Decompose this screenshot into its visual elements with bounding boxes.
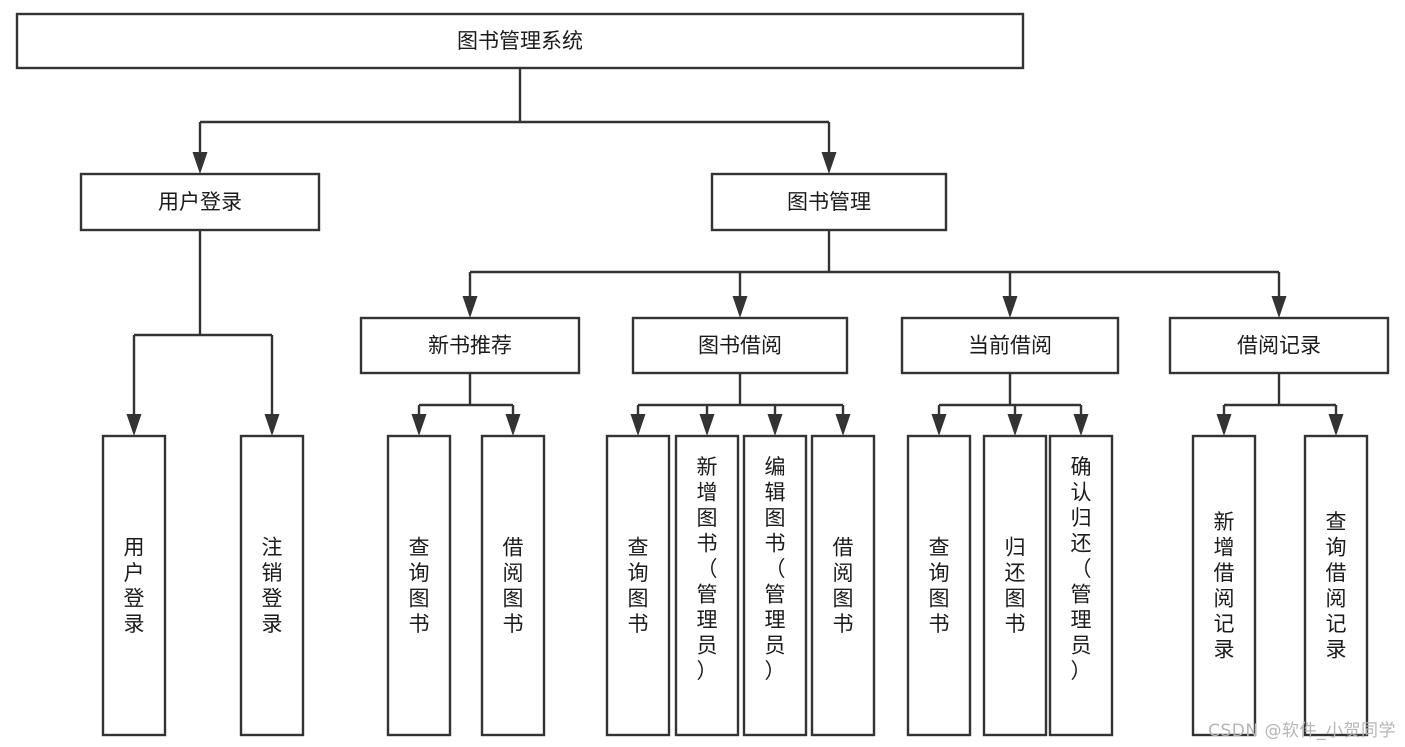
node-leaf-logout[interactable]: 注销登录 xyxy=(239,434,305,737)
node-box[interactable] xyxy=(810,434,876,737)
node-box[interactable] xyxy=(906,434,972,737)
node-label: 用户登录 xyxy=(158,190,242,214)
arrow-head-icon xyxy=(821,152,837,174)
node-label: 图书借阅 xyxy=(698,334,782,358)
node-label: 借阅记录 xyxy=(1237,334,1321,358)
node-label: 图书管理系统 xyxy=(457,29,583,53)
connector-group xyxy=(126,230,280,436)
node-box[interactable] xyxy=(1048,434,1114,737)
node-box[interactable] xyxy=(239,434,305,737)
node-label: 查询借阅记录 xyxy=(1326,510,1347,662)
node-box[interactable] xyxy=(101,434,167,737)
node-leaf-edit-book[interactable]: 编辑图书（管理员） xyxy=(742,434,808,737)
node-label: 编辑图书（管理员） xyxy=(765,455,786,683)
arrow-head-icon xyxy=(732,296,748,318)
arrow-head-icon xyxy=(835,414,851,436)
node-leaf-confirm-return[interactable]: 确认归还（管理员） xyxy=(1048,434,1114,737)
node-leaf-query-book-1[interactable]: 查询图书 xyxy=(386,434,452,737)
arrow-head-icon xyxy=(462,296,478,318)
node-box[interactable] xyxy=(480,434,546,737)
node-label: 查询图书 xyxy=(628,535,649,636)
node-label: 查询图书 xyxy=(929,535,950,636)
node-box[interactable] xyxy=(1303,434,1369,737)
node-book-borrow[interactable]: 图书借阅 xyxy=(631,316,849,375)
node-box[interactable] xyxy=(742,434,808,737)
node-label: 注销登录 xyxy=(262,535,283,636)
node-borrow-record[interactable]: 借阅记录 xyxy=(1168,316,1390,375)
node-leaf-query-book-3[interactable]: 查询图书 xyxy=(906,434,972,737)
node-label: 借阅图书 xyxy=(833,535,854,636)
node-layer: 图书管理系统用户登录图书管理新书推荐图书借阅当前借阅借阅记录用户登录注销登录查询… xyxy=(15,12,1390,737)
node-label: 借阅图书 xyxy=(503,535,524,636)
node-user-login[interactable]: 用户登录 xyxy=(79,172,321,232)
node-leaf-query-record[interactable]: 查询借阅记录 xyxy=(1303,434,1369,737)
node-box[interactable] xyxy=(900,316,1120,375)
arrow-head-icon xyxy=(192,152,208,174)
node-box[interactable] xyxy=(982,434,1048,737)
node-box[interactable] xyxy=(1191,434,1257,737)
arrow-head-icon xyxy=(1328,414,1344,436)
node-box[interactable] xyxy=(710,172,948,232)
node-box[interactable] xyxy=(674,434,740,737)
node-label: 新增图书（管理员） xyxy=(697,455,718,683)
node-current-borrow[interactable]: 当前借阅 xyxy=(900,316,1120,375)
arrow-head-icon xyxy=(411,414,427,436)
arrow-head-icon xyxy=(1007,414,1023,436)
node-label: 归还图书 xyxy=(1005,535,1026,636)
node-leaf-borrow-book-1[interactable]: 借阅图书 xyxy=(480,434,546,737)
node-new-book-rec[interactable]: 新书推荐 xyxy=(359,316,581,375)
arrow-head-icon xyxy=(505,414,521,436)
node-label: 确认归还（管理员） xyxy=(1071,455,1092,683)
connector-group xyxy=(1216,373,1344,436)
connector-group xyxy=(411,373,521,436)
arrow-head-icon xyxy=(931,414,947,436)
node-label: 新增借阅记录 xyxy=(1214,510,1235,662)
node-label: 用户登录 xyxy=(124,535,145,636)
node-book-manage[interactable]: 图书管理 xyxy=(710,172,948,232)
arrow-head-icon xyxy=(264,414,280,436)
node-leaf-query-book-2[interactable]: 查询图书 xyxy=(605,434,671,737)
node-box[interactable] xyxy=(359,316,581,375)
node-label: 新书推荐 xyxy=(428,334,512,358)
node-leaf-return-book[interactable]: 归还图书 xyxy=(982,434,1048,737)
node-leaf-add-record[interactable]: 新增借阅记录 xyxy=(1191,434,1257,737)
node-box[interactable] xyxy=(386,434,452,737)
node-label: 查询图书 xyxy=(409,535,430,636)
node-label: 当前借阅 xyxy=(968,334,1052,358)
connector-group xyxy=(931,373,1089,436)
node-box[interactable] xyxy=(1168,316,1390,375)
node-box[interactable] xyxy=(631,316,849,375)
arrow-head-icon xyxy=(1073,414,1089,436)
arrow-head-icon xyxy=(126,414,142,436)
node-root[interactable]: 图书管理系统 xyxy=(15,12,1025,70)
node-box[interactable] xyxy=(15,12,1025,70)
arrow-head-icon xyxy=(1002,296,1018,318)
node-leaf-add-book[interactable]: 新增图书（管理员） xyxy=(674,434,740,737)
arrow-head-icon xyxy=(767,414,783,436)
node-box[interactable] xyxy=(605,434,671,737)
connector-layer xyxy=(126,68,1344,436)
arrow-head-icon xyxy=(699,414,715,436)
connector-group xyxy=(630,373,851,436)
arrow-head-icon xyxy=(1271,296,1287,318)
arrow-head-icon xyxy=(630,414,646,436)
node-label: 图书管理 xyxy=(787,190,871,214)
connector-group xyxy=(192,68,837,174)
connector-group xyxy=(462,230,1287,318)
node-leaf-user-login[interactable]: 用户登录 xyxy=(101,434,167,737)
arrow-head-icon xyxy=(1216,414,1232,436)
node-box[interactable] xyxy=(79,172,321,232)
node-leaf-borrow-book-2[interactable]: 借阅图书 xyxy=(810,434,876,737)
